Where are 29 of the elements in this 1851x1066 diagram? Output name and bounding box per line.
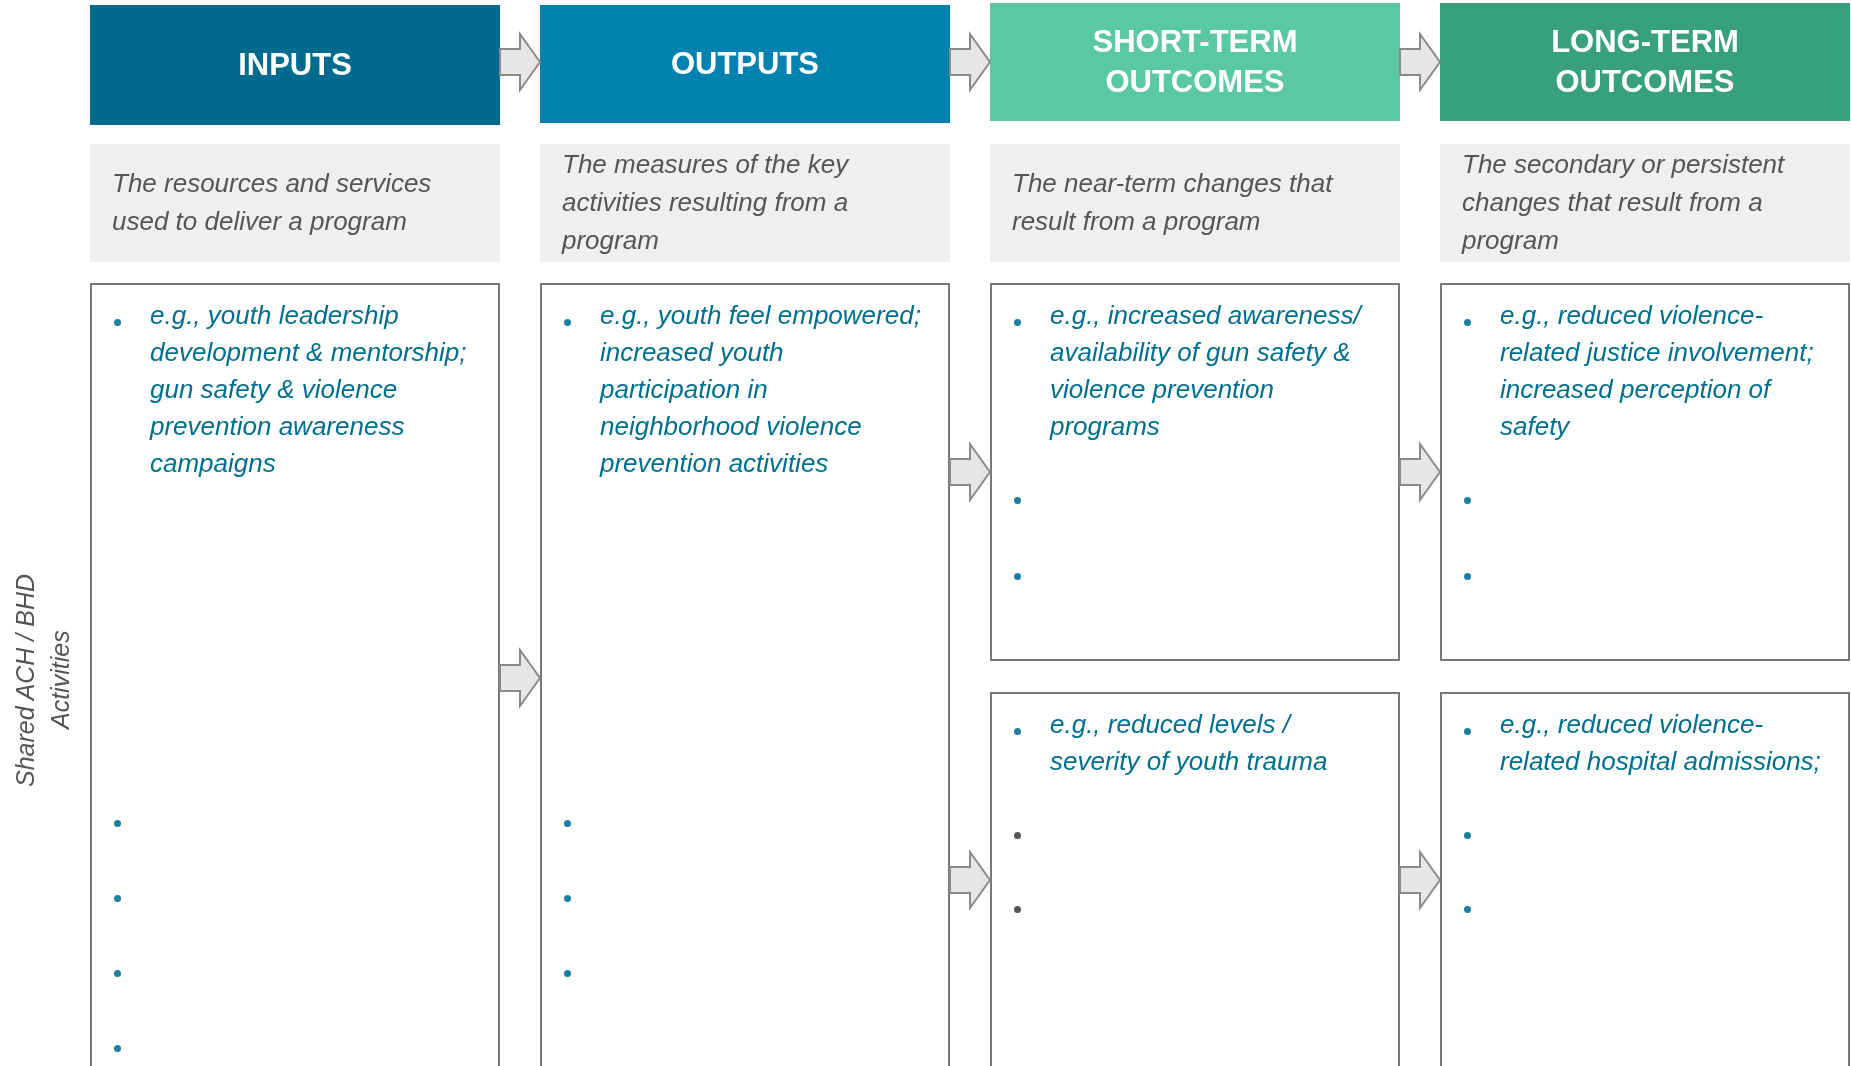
example-text: e.g., youth feel empowered; increased youth participation in neighborhood violence prevention activities	[600, 299, 922, 480]
description-text: The secondary or persistent changes that result from a program	[1462, 148, 1786, 257]
example-text: e.g., reduced violence-related hospital admissions;	[1500, 708, 1822, 778]
content-box	[1440, 283, 1850, 661]
content-box	[1440, 692, 1850, 1066]
description-text: The measures of the key activities resulting from a program	[562, 148, 851, 257]
block-arrow	[499, 646, 542, 710]
content-box	[990, 283, 1400, 661]
block-arrow	[949, 848, 992, 912]
description-text: The resources and services used to deliver a program	[112, 167, 433, 238]
block-arrow	[1399, 30, 1442, 94]
column-header: LONG-TERM OUTCOMES	[1440, 3, 1850, 121]
example-text: e.g., reduced violence-related justice involvement; increased perception of safety	[1500, 299, 1815, 443]
block-arrow	[949, 30, 992, 94]
row-label: Shared ACH / BHD Activities	[10, 572, 75, 789]
content-box	[990, 692, 1400, 1066]
block-arrow	[949, 440, 992, 504]
column-header: SHORT-TERM OUTCOMES	[990, 3, 1400, 121]
content-box	[90, 283, 500, 1066]
example-text: e.g., reduced levels / severity of youth trauma	[1050, 708, 1329, 778]
block-arrow	[1399, 440, 1442, 504]
column-header: OUTPUTS	[540, 5, 950, 123]
example-text: e.g., youth leadership development & mentorship; gun safety & violence prevention awareness campaigns	[150, 299, 468, 480]
column-header: INPUTS	[90, 5, 500, 125]
block-arrow	[499, 30, 542, 94]
description-text: The near-term changes that result from a program	[1012, 167, 1335, 238]
content-box	[540, 283, 950, 1066]
example-text: e.g., increased awareness/ availability of gun safety & violence prevention programs	[1050, 299, 1364, 443]
block-arrow	[1399, 848, 1442, 912]
